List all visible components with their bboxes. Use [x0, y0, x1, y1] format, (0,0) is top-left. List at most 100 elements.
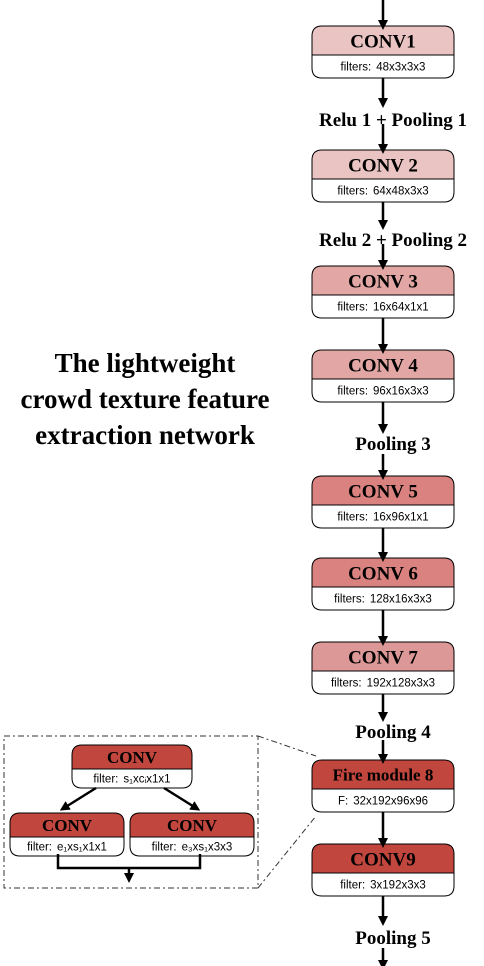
- block-conv4-filters-label: filters:: [337, 386, 368, 398]
- detail-squeeze-filters: filter: s₁xcᵢx1x1: [93, 774, 170, 786]
- block-conv9-body: [311, 872, 455, 897]
- label-pool5: Pooling 5: [355, 928, 430, 949]
- title-line-3: extraction network: [35, 420, 255, 450]
- detail-squeeze-header: [71, 744, 193, 770]
- block-conv5-title: CONV 5: [348, 481, 418, 502]
- detail-expand3: CONV filter: e₃xs₁x3x3: [129, 812, 255, 857]
- block-conv2-filters-value: 64x48x3x3: [373, 186, 429, 198]
- block-conv2-filters: filters: 64x48x3x3: [337, 186, 428, 198]
- block-conv5-filters-value: 16x96x1x1: [373, 512, 429, 524]
- block-conv7-filters: filters: 192x128x3x3: [331, 678, 435, 690]
- block-fire8-filters-value: 32x192x96x96: [353, 796, 428, 808]
- connector-bottom-line: [257, 815, 317, 889]
- block-conv3-filters-value: 16x64x1x1: [373, 302, 429, 314]
- block-conv1-header: [311, 25, 455, 56]
- title-line-2: crowd texture feature: [21, 384, 270, 414]
- connector-top-line: [257, 735, 317, 757]
- block-conv5-header: [311, 475, 455, 506]
- detail-expand3-header: [129, 812, 255, 838]
- detail-expand3-filters-label: filter:: [152, 842, 177, 854]
- detail-squeeze-title: CONV: [107, 748, 158, 767]
- block-conv3-filters-label: filters:: [337, 302, 368, 314]
- block-conv6-filters: filters: 128x16x3x3: [334, 594, 432, 606]
- block-conv4-header: [311, 349, 455, 380]
- detail-expand1: CONV filter: e₁xs₁x1x1: [9, 812, 125, 857]
- block-conv2: CONV 2 filters: 64x48x3x3: [311, 149, 455, 203]
- block-fire8-filters: F: 32x192x96x96: [338, 796, 428, 808]
- block-conv6-title: CONV 6: [348, 563, 418, 584]
- block-conv6-body: [311, 586, 455, 611]
- block-conv9-filters-label: filter:: [340, 880, 365, 892]
- between-labels: Relu 1 + Pooling 1 Relu 2 + Pooling 2 Pool…: [319, 110, 467, 949]
- block-fire8-body: [311, 788, 455, 813]
- detail-expand1-filters: filter: e₁xs₁x1x1: [27, 842, 107, 854]
- label-relu1: Relu 1 + Pooling 1: [319, 110, 467, 131]
- block-conv9-filters-value: 3x192x3x3: [370, 880, 426, 892]
- block-conv1-body: [311, 54, 455, 79]
- block-conv6-filters-label: filters:: [334, 594, 365, 606]
- block-conv3-body: [311, 294, 455, 319]
- block-conv9-filters: filter: 3x192x3x3: [340, 880, 426, 892]
- block-conv7-title: CONV 7: [348, 647, 418, 668]
- squeeze-to-expand3-arrow: [163, 786, 201, 811]
- detail-frame: [3, 735, 259, 889]
- block-conv3: CONV 3 filters: 16x64x1x1: [311, 265, 455, 319]
- detail-squeeze-filters-label: filter:: [93, 774, 118, 786]
- detail-connector: [257, 735, 317, 889]
- block-conv4-body: [311, 378, 455, 403]
- squeeze-to-expand1-arrow: [59, 786, 97, 811]
- block-conv2-filters-label: filters:: [337, 186, 368, 198]
- block-conv1-filters-label: filters:: [341, 62, 372, 74]
- block-conv4: CONV 4 filters: 96x16x3x3: [311, 349, 455, 403]
- block-conv5-filters-label: filters:: [337, 512, 368, 524]
- detail-expand1-filters-label: filter:: [27, 842, 52, 854]
- detail-expand1-filters-value: e₁xs₁x1x1: [57, 842, 107, 854]
- block-conv2-header: [311, 149, 455, 180]
- label-relu2: Relu 2 + Pooling 2: [319, 230, 467, 251]
- block-conv2-body: [311, 178, 455, 203]
- block-conv3-title: CONV 3: [348, 271, 418, 292]
- block-conv1-title: CONV1: [350, 31, 415, 52]
- block-conv3-filters: filters: 16x64x1x1: [337, 302, 428, 314]
- block-conv1-filters-value: 48x3x3x3: [376, 62, 425, 74]
- block-conv1-filters: filters: 48x3x3x3: [341, 62, 426, 74]
- title-line-1: The lightweight: [55, 348, 236, 378]
- block-conv6-filters-value: 128x16x3x3: [370, 594, 432, 606]
- block-conv9: CONV9 filter: 3x192x3x3: [311, 843, 455, 897]
- block-conv6-header: [311, 557, 455, 588]
- block-conv4-filters-value: 96x16x3x3: [373, 386, 429, 398]
- block-conv6: CONV 6 filters: 128x16x3x3: [311, 557, 455, 611]
- block-conv2-title: CONV 2: [348, 155, 418, 176]
- block-conv9-title: CONV9: [350, 849, 415, 870]
- block-conv1: CONV1 filters: 48x3x3x3: [311, 25, 455, 79]
- diagram-title: The lightweight crowd texture feature ex…: [21, 348, 270, 450]
- detail-squeeze: CONV filter: s₁xcᵢx1x1: [71, 744, 193, 789]
- block-conv7-body: [311, 670, 455, 695]
- block-conv7: CONV 7 filters: 192x128x3x3: [311, 641, 455, 695]
- block-conv7-header: [311, 641, 455, 672]
- label-pool4: Pooling 4: [355, 722, 431, 743]
- block-conv7-filters-label: filters:: [331, 678, 362, 690]
- block-conv5-filters: filters: 16x96x1x1: [337, 512, 428, 524]
- detail-expand3-body: [129, 836, 255, 857]
- block-conv7-filters-value: 192x128x3x3: [367, 678, 435, 690]
- detail-expand3-filters: filter: e₃xs₁x3x3: [152, 842, 233, 854]
- block-conv4-filters: filters: 96x16x3x3: [337, 386, 428, 398]
- label-pool3: Pooling 3: [355, 434, 430, 455]
- detail-squeeze-filters-value: s₁xcᵢx1x1: [123, 774, 170, 786]
- detail-expand3-title: CONV: [167, 816, 218, 835]
- block-fire8-filters-label: F:: [338, 796, 348, 808]
- detail-expand1-body: [9, 836, 125, 857]
- block-conv5: CONV 5 filters: 16x96x1x1: [311, 475, 455, 529]
- block-conv3-header: [311, 265, 455, 296]
- detail-expand1-header: [9, 812, 125, 838]
- block-conv5-body: [311, 504, 455, 529]
- fire-module-detail: CONVfilter:s₁xcᵢx1x1CONVfilter:e₁xs₁x1x1…: [3, 735, 259, 889]
- block-conv4-title: CONV 4: [348, 355, 418, 376]
- block-conv9-header: [311, 843, 455, 874]
- detail-expand1-title: CONV: [42, 816, 93, 835]
- detail-expand3-filters-value: e₃xs₁x3x3: [182, 842, 233, 854]
- block-fire8: Fire module 8F:32x192x96x96: [311, 759, 455, 813]
